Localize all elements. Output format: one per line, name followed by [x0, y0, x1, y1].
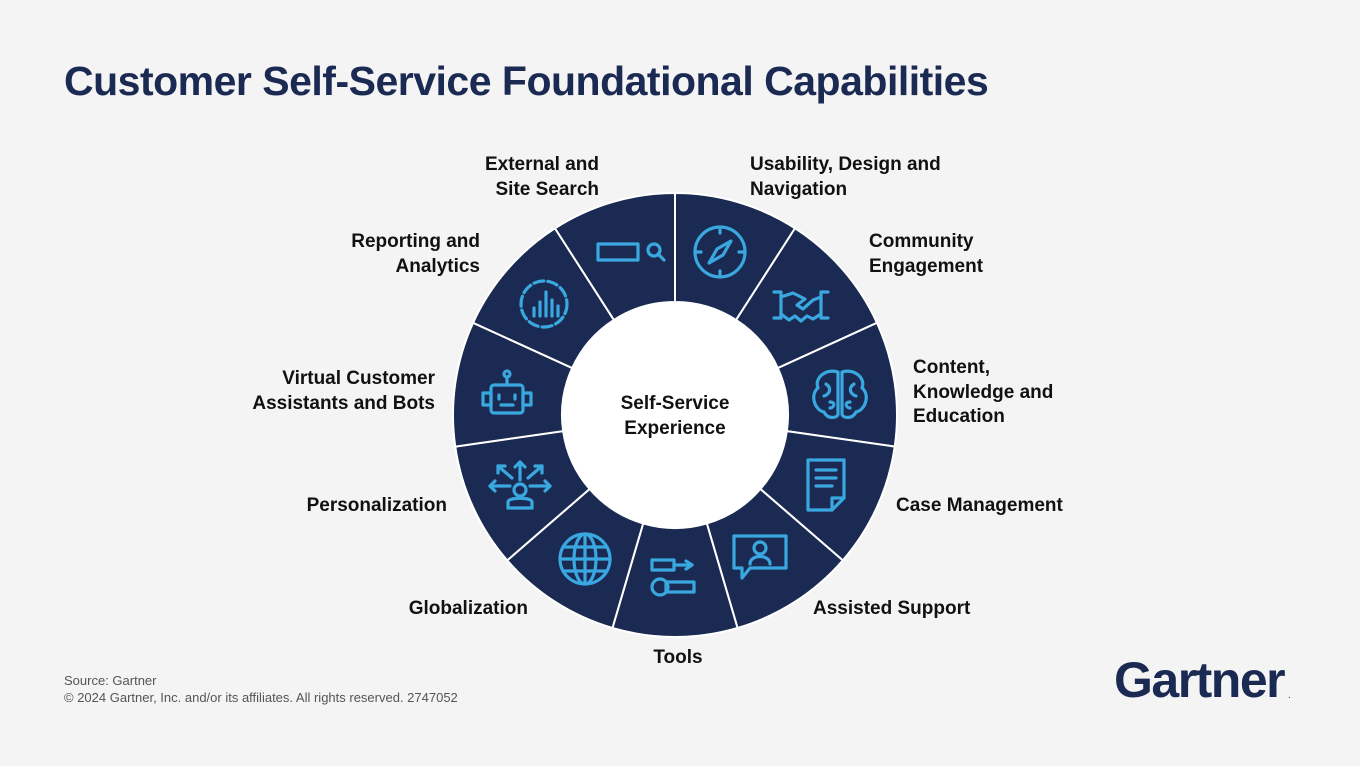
label-community: Community Engagement — [869, 231, 984, 277]
gartner-logo: Gartner — [1114, 652, 1286, 708]
brain-icon — [812, 369, 868, 420]
center-circle — [562, 302, 788, 528]
label-assisted-support: Assisted Support — [813, 598, 971, 619]
label-virtual-assistants: Virtual Customer Assistants and Bots — [252, 368, 435, 414]
center-label: Self-Service Experience — [595, 391, 755, 441]
center-label-line-1: Self-Service — [620, 393, 730, 414]
personalization-icon — [488, 460, 552, 510]
label-content: Content, Knowledge and Education — [913, 357, 1054, 427]
label-usability: Usability, Design and Navigation — [750, 154, 941, 200]
label-tools: Tools — [653, 647, 703, 668]
search-bar-icon — [596, 242, 666, 262]
label-reporting: Reporting and Analytics — [351, 231, 480, 277]
label-search: External and Site Search — [484, 154, 599, 200]
robot-icon — [481, 369, 533, 415]
logo-mark: . — [1288, 690, 1291, 701]
analytics-icon — [519, 279, 569, 329]
center-label-line-2: Experience — [624, 418, 726, 439]
copyright-note: © 2024 Gartner, Inc. and/or its affiliat… — [64, 690, 458, 705]
handshake-icon — [772, 290, 830, 323]
tools-icon — [650, 558, 696, 597]
label-globalization: Globalization — [408, 598, 528, 619]
globe-icon — [558, 532, 612, 586]
compass-icon — [693, 225, 747, 279]
source-note: Source: Gartner — [64, 673, 157, 688]
page-title: Customer Self-Service Foundational Capab… — [64, 58, 989, 104]
document-icon — [806, 458, 846, 512]
footer: Source: Gartner © 2024 Gartner, Inc. and… — [64, 672, 458, 706]
chat-person-icon — [732, 534, 788, 580]
label-case-management: Case Management — [896, 495, 1063, 516]
label-personalization: Personalization — [306, 495, 447, 516]
